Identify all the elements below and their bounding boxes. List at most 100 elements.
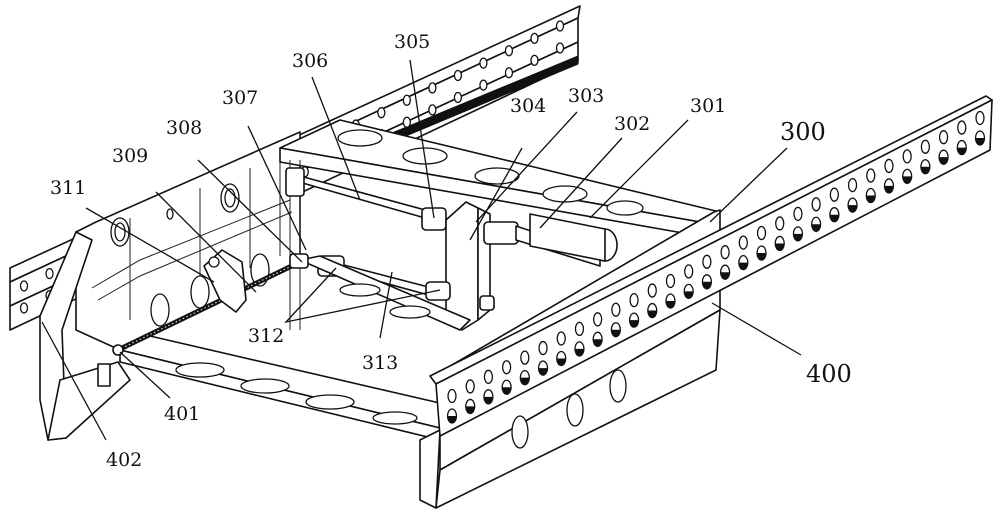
rail-hole: [504, 45, 514, 57]
label-401: 401: [164, 403, 200, 425]
label-305: 305: [394, 31, 430, 53]
rail-hole-shadow: [811, 224, 821, 232]
rail-hole: [530, 54, 539, 67]
rail-hole: [428, 82, 437, 94]
label-301: 301: [690, 95, 726, 117]
label-307: 307: [222, 87, 258, 109]
label-302: 302: [614, 113, 650, 135]
lead-screw: [112, 249, 309, 356]
rail-hole-shadow: [483, 396, 493, 404]
rail-hole-shadow: [520, 377, 530, 385]
rail-hole: [829, 187, 839, 202]
rail-hole-shadow: [647, 310, 657, 318]
rail-hole: [938, 130, 949, 145]
rail-hole-shadow: [611, 329, 621, 337]
rail-hole: [556, 331, 566, 346]
rail-hole: [19, 280, 29, 292]
rail-hole: [483, 369, 494, 384]
drive-shafts: [285, 167, 618, 331]
rail-hole: [884, 158, 894, 174]
rail-hole-shadow: [793, 233, 803, 241]
label-303: 303: [568, 85, 604, 107]
rail-hole: [479, 79, 488, 91]
rail-hole-shadow: [920, 166, 930, 174]
rail-hole: [756, 225, 767, 241]
rail-hole: [702, 254, 712, 269]
rail-hole-shadow: [757, 253, 767, 261]
rail-hole: [684, 264, 694, 279]
rail-hole-shadow: [848, 205, 858, 213]
rail-hole: [975, 110, 985, 126]
rail-hole: [402, 116, 412, 128]
rail-hole-shadow: [975, 138, 985, 145]
label-300: 300: [780, 118, 826, 146]
rail-hole-shadow: [684, 291, 694, 299]
rail-hole: [847, 177, 858, 193]
rail-hole: [465, 379, 475, 394]
leader-lines: [41, 59, 802, 441]
rail-hole-shadow: [884, 185, 894, 193]
label-311: 311: [50, 177, 86, 199]
label-308: 308: [166, 117, 202, 139]
label-313: 313: [362, 352, 398, 374]
label-309: 309: [112, 145, 148, 167]
rail-hole-shadow: [465, 406, 475, 414]
reference-labels: 306 305 307 308 309 311 304 303 302 301 …: [50, 31, 852, 471]
rail-hole-shadow: [702, 281, 712, 289]
front-rail-holes: [446, 110, 986, 424]
rail-hole-shadow: [556, 358, 566, 366]
rail-hole: [501, 360, 512, 375]
label-304: 304: [510, 95, 546, 117]
rail-hole: [775, 216, 785, 231]
rail-hole-shadow: [939, 157, 949, 165]
rail-hole: [45, 267, 54, 280]
rail-hole-shadow: [593, 339, 603, 347]
rail-hole: [957, 120, 967, 135]
rail-hole: [402, 94, 412, 106]
rail-hole: [538, 340, 548, 356]
rail-hole: [866, 168, 876, 183]
rail-hole-shadow: [829, 214, 839, 222]
rail-hole: [520, 350, 530, 365]
rail-hole: [593, 312, 603, 327]
rail-hole-shadow: [738, 262, 748, 270]
rail-hole-shadow: [775, 243, 785, 251]
rail-hole: [555, 42, 565, 54]
rail-hole: [530, 32, 539, 45]
rail-hole: [479, 57, 488, 69]
label-400: 400: [806, 360, 852, 388]
rail-hole: [453, 91, 463, 104]
rail-hole: [19, 302, 29, 314]
rail-hole: [811, 197, 821, 212]
rail-hole: [647, 283, 657, 298]
rail-hole: [629, 292, 639, 308]
rail-hole-shadow: [574, 348, 584, 356]
rail-hole: [738, 235, 748, 250]
front-rail: [429, 95, 993, 437]
rail-hole: [377, 107, 386, 119]
rail-hole: [504, 67, 514, 79]
rail-hole: [665, 273, 676, 289]
rail-hole: [453, 69, 463, 82]
rail-hole-shadow: [629, 320, 639, 328]
rail-hole: [611, 302, 621, 317]
rail-hole: [447, 388, 457, 404]
rail-hole: [902, 149, 912, 164]
left-end-frame: [39, 131, 301, 441]
label-306: 306: [292, 50, 328, 72]
rail-hole-shadow: [447, 416, 457, 423]
rail-hole: [555, 20, 565, 32]
rail-hole: [793, 206, 803, 222]
rail-hole: [720, 245, 730, 260]
rail-hole-shadow: [720, 272, 730, 280]
rail-hole-shadow: [538, 368, 548, 376]
label-312: 312: [248, 325, 284, 347]
lower-frame: [119, 255, 471, 441]
rail-hole-shadow: [866, 195, 876, 203]
rail-hole-shadow: [957, 147, 967, 155]
rail-hole-shadow: [665, 300, 675, 308]
label-402: 402: [106, 449, 142, 471]
rail-hole: [920, 139, 931, 154]
rail-hole: [574, 321, 585, 337]
